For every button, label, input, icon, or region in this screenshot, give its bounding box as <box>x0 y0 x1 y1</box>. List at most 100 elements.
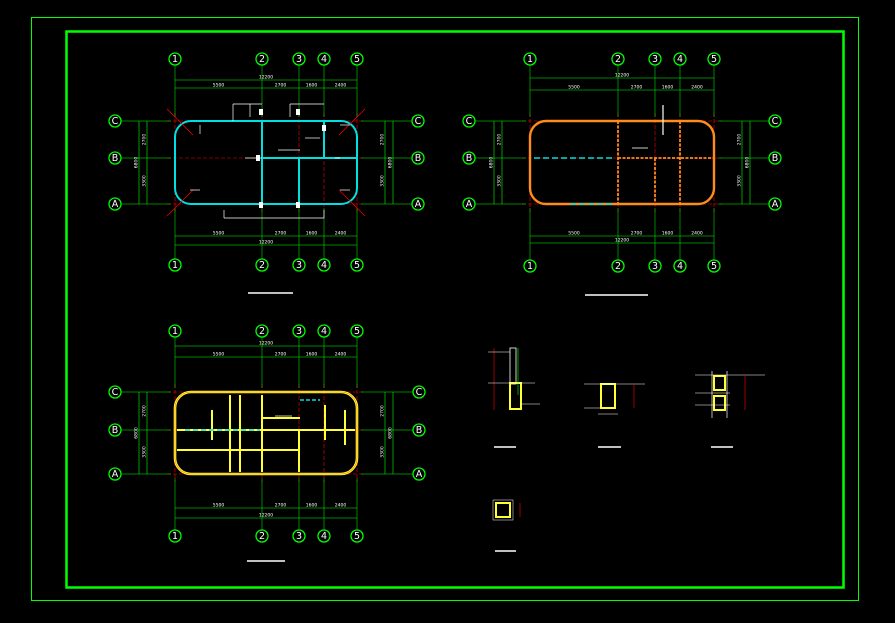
axis-bubble: 4 <box>317 529 331 543</box>
axis-bubble-label: B <box>112 153 119 164</box>
axis-bubble: 2 <box>255 52 269 66</box>
axis-bubble-label: B <box>772 153 779 164</box>
dim-segment-bottom: 2400 <box>335 503 347 509</box>
axis-bubble-circle <box>411 114 425 128</box>
beam-section <box>713 375 726 391</box>
axis-bubble: 1 <box>168 529 182 543</box>
axis-bubble-label: C <box>466 116 473 127</box>
axis-bubble-label: 1 <box>172 260 178 271</box>
axis-bubble-circle <box>707 259 721 273</box>
axis-bubble: 3 <box>648 259 662 273</box>
axis-bubble: 5 <box>350 258 364 272</box>
corner-diagonal <box>338 108 366 136</box>
axis-bubble-label: 3 <box>652 261 658 272</box>
axis-bubble: A <box>108 197 122 211</box>
axis-bubble: 4 <box>317 258 331 272</box>
dim-overall-right: 6800 <box>388 427 394 439</box>
dim-overall-right: 6800 <box>745 157 751 169</box>
axis-bubble: 1 <box>523 52 537 66</box>
axis-bubble: 5 <box>350 324 364 338</box>
axis-bubble: B <box>412 423 426 437</box>
axis-bubble: 1 <box>168 258 182 272</box>
axis-bubble-circle <box>317 258 331 272</box>
axis-bubble: B <box>462 151 476 165</box>
wall-section <box>509 347 517 385</box>
axis-bubble: 3 <box>292 529 306 543</box>
axis-bubble-label: A <box>112 199 119 210</box>
axis-bubble-circle <box>108 385 122 399</box>
dim-segment-top: 2700 <box>631 85 643 91</box>
axis-bubble-label: 1 <box>527 261 533 272</box>
axis-bubble-circle <box>292 324 306 338</box>
dim-segment-right: 2700 <box>380 134 386 146</box>
axis-bubble: B <box>768 151 782 165</box>
dim-overall-top: 12200 <box>259 75 273 81</box>
axis-bubble-label: 5 <box>354 54 360 65</box>
axis-bubble-circle <box>255 324 269 338</box>
dim-overall-bottom: 12200 <box>259 240 273 246</box>
axis-bubble: 5 <box>707 52 721 66</box>
detail-beam-section <box>584 383 645 448</box>
axis-bubble-label: 4 <box>677 261 683 272</box>
axis-bubble: B <box>108 151 122 165</box>
axis-bubble-circle <box>108 197 122 211</box>
inner-frame <box>65 30 845 589</box>
detail-wall-section <box>488 347 540 448</box>
axis-bubble-label: C <box>772 116 779 127</box>
axis-bubble-label: 3 <box>652 54 658 65</box>
dim-overall-left: 6800 <box>134 427 140 439</box>
dim-segment-top: 2700 <box>275 352 287 358</box>
axis-bubble-label: 4 <box>321 326 327 337</box>
axis-bubble-label: 3 <box>296 54 302 65</box>
dim-segment-bottom: 5500 <box>568 231 580 237</box>
dim-segment-top: 2400 <box>335 83 347 89</box>
axis-bubble-label: 1 <box>172 54 178 65</box>
dim-overall-top: 12200 <box>615 73 629 79</box>
axis-bubble-circle <box>168 529 182 543</box>
column-mark <box>296 109 300 115</box>
axis-bubble-circle <box>350 52 364 66</box>
axis-bubble: C <box>412 385 426 399</box>
axis-bubble: C <box>768 114 782 128</box>
dim-segment-right: 2700 <box>737 134 743 146</box>
dim-segment-left: 3300 <box>497 175 503 187</box>
axis-bubble-circle <box>108 151 122 165</box>
axis-bubble-circle <box>411 197 425 211</box>
axis-bubble-circle <box>707 52 721 66</box>
axis-bubble-circle <box>768 114 782 128</box>
axis-bubble: 4 <box>673 52 687 66</box>
axis-bubble-label: 5 <box>354 260 360 271</box>
axis-bubble-circle <box>768 151 782 165</box>
axis-bubble-circle <box>317 324 331 338</box>
axis-bubble-label: 5 <box>711 261 717 272</box>
axis-bubble: 2 <box>255 258 269 272</box>
column-mark <box>322 125 326 131</box>
column-mark <box>259 202 263 208</box>
axis-bubble-label: 3 <box>296 326 302 337</box>
dim-segment-right: 2700 <box>380 405 386 417</box>
dim-segment-bottom: 1600 <box>306 503 318 509</box>
axis-bubble-label: 3 <box>296 260 302 271</box>
axis-bubble-label: 3 <box>296 531 302 542</box>
dim-segment-top: 1600 <box>306 352 318 358</box>
axis-bubble-circle <box>292 529 306 543</box>
axis-bubble-circle <box>108 423 122 437</box>
axis-bubble-label: 2 <box>259 326 265 337</box>
axis-bubble: 1 <box>523 259 537 273</box>
dim-segment-bottom: 5500 <box>213 503 225 509</box>
axis-bubble: 4 <box>673 259 687 273</box>
dim-segment-right: 3300 <box>737 175 743 187</box>
axis-bubble: C <box>108 114 122 128</box>
axis-bubble-circle <box>523 259 537 273</box>
axis-bubble: 1 <box>168 324 182 338</box>
column-mark <box>259 109 263 115</box>
axis-bubble-circle <box>350 529 364 543</box>
dim-overall-right: 6800 <box>388 157 394 169</box>
axis-bubble: 2 <box>611 52 625 66</box>
axis-bubble-circle <box>611 52 625 66</box>
dim-segment-top: 5500 <box>568 85 580 91</box>
axis-bubble-label: B <box>112 425 119 436</box>
axis-bubble-label: B <box>466 153 473 164</box>
axis-bubble-label: 5 <box>354 326 360 337</box>
